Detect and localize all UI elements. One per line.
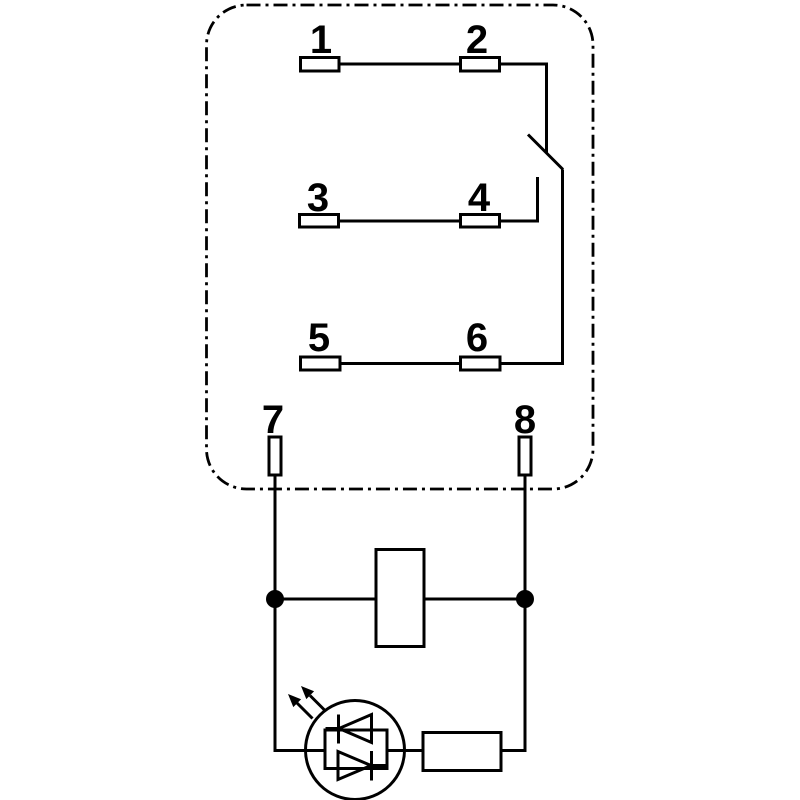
coil-circuit-wires: [273, 475, 527, 752]
pin-2-label: 2: [466, 18, 488, 62]
switch-contact-arm: [526, 133, 565, 171]
pin-5-label: 5: [308, 316, 330, 360]
diode-left-triangle: [335, 712, 373, 745]
pin-pads: [267, 56, 533, 477]
pin-6-pad: [459, 355, 502, 372]
pin-6-label: 6: [466, 316, 488, 360]
pin-labels: 1 2 3 4 5 6 7 8: [262, 18, 536, 442]
diode-right-icon: [336, 749, 387, 782]
pin-8-pad: [517, 435, 533, 477]
relay-body-outline: [205, 3, 595, 491]
pin-7-label: 7: [262, 398, 284, 442]
pin-4-label: 4: [468, 176, 491, 220]
light-arrow-head-1: [288, 694, 302, 708]
led-box: [323, 728, 389, 770]
contact-wires: [338, 62, 565, 365]
wire-pin7-down: [273, 475, 325, 752]
wire-pin4-no-contact: [499, 177, 539, 223]
light-arrow-head-2: [301, 686, 315, 700]
light-emission-arrows-icon: [288, 686, 327, 720]
pin-5-pad: [299, 355, 342, 372]
pin-8-label: 8: [514, 398, 536, 442]
diode-left-icon: [325, 712, 373, 745]
junction-dot-left: [266, 590, 284, 608]
pin-4-pad: [459, 213, 501, 229]
pin-7-pad: [267, 435, 283, 477]
diode-right-triangle: [336, 749, 375, 782]
junction-dot-right: [516, 590, 534, 608]
wire-pin8-down: [501, 475, 527, 752]
pin-3-label: 3: [307, 176, 329, 220]
wire-pin6-common: [500, 169, 564, 365]
pin-1-label: 1: [310, 18, 332, 62]
light-arrow-shaft-1: [295, 701, 314, 720]
resistor-symbol: [421, 731, 503, 772]
led-indicator: [288, 686, 406, 800]
pin-1-pad: [299, 56, 341, 73]
pin-2-pad: [459, 56, 501, 73]
pin-3-pad: [298, 213, 340, 229]
wire-pin2-nc-contact: [500, 62, 548, 153]
light-arrow-shaft-2: [308, 694, 327, 712]
coil-symbol: [374, 548, 426, 648]
